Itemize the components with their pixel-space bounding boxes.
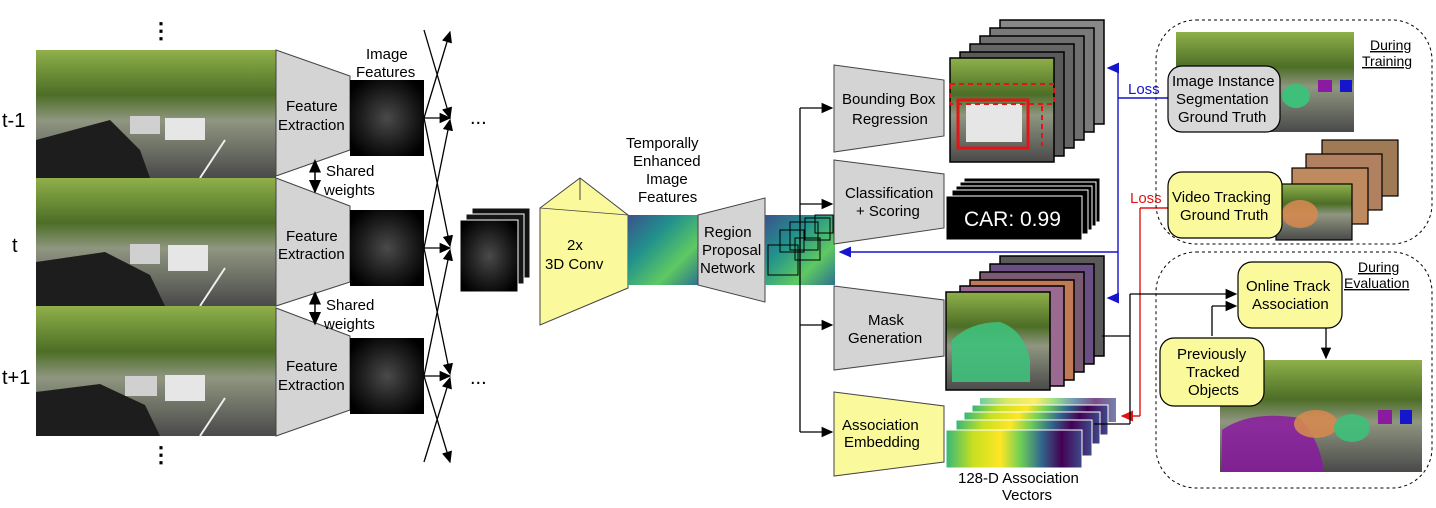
svg-text:Segmentation: Segmentation	[1176, 91, 1269, 108]
svg-text:Evaluation: Evaluation	[1344, 275, 1409, 291]
svg-text:Region: Region	[704, 224, 752, 241]
svg-text:Shared: Shared	[326, 163, 374, 180]
conv3d-block: 2x 3D Conv	[539, 177, 629, 326]
svg-text:Proposal: Proposal	[702, 242, 761, 259]
svg-text:Extraction: Extraction	[278, 377, 345, 394]
classification-block: Classification + Scoring	[833, 159, 945, 245]
input-frames: ⋮ t-1 t t+1 ⋮	[2, 18, 276, 467]
svg-text:Generation: Generation	[848, 330, 922, 347]
svg-text:During: During	[1370, 37, 1411, 53]
svg-text:Previously: Previously	[1177, 346, 1247, 363]
loss-red-label: Loss	[1130, 190, 1162, 207]
svg-text:Feature: Feature	[286, 358, 338, 375]
svg-text:Regression: Regression	[852, 111, 928, 128]
mask-generation-block: Mask Generation	[833, 285, 945, 371]
svg-text:Association: Association	[1252, 296, 1329, 313]
svg-text:Features: Features	[356, 64, 415, 81]
svg-text:weights: weights	[323, 316, 375, 333]
stacked-feature-maps	[459, 207, 531, 293]
svg-text:Image: Image	[646, 171, 688, 188]
svg-text:Features: Features	[638, 189, 697, 206]
temporal-features-label: Temporally Enhanced Image Features	[626, 135, 701, 206]
feature-map-3	[350, 338, 424, 414]
svg-text:Association: Association	[842, 417, 919, 434]
previously-tracked-box	[1159, 337, 1265, 407]
tracking-gt-box	[1167, 171, 1283, 239]
loss-red	[1120, 207, 1170, 422]
branch-connectors	[799, 102, 834, 438]
feature-map-2	[350, 210, 424, 286]
svg-text:Ground Truth: Ground Truth	[1180, 207, 1268, 224]
ellipsis-1: ...	[470, 107, 487, 129]
frame-image-t-minus-1	[36, 50, 276, 179]
svg-text:Classification: Classification	[845, 185, 933, 202]
frame-image-t-plus-1	[36, 306, 276, 437]
frame-label-t-plus-1: t+1	[2, 367, 30, 389]
bottom-dots: ⋮	[150, 442, 172, 467]
feature-extraction-block-1: Feature Extraction	[275, 49, 351, 177]
svg-text:Enhanced: Enhanced	[633, 153, 701, 170]
score-output-stack: CAR: 0.99	[945, 177, 1101, 241]
svg-text:Network: Network	[700, 260, 756, 277]
rpn-block: Region Proposal Network	[697, 197, 766, 303]
ellipsis-2: ...	[470, 367, 487, 389]
frame-label-t: t	[12, 235, 18, 257]
vectors-label: 128-D Association Vectors	[958, 470, 1079, 504]
svg-text:During: During	[1358, 259, 1399, 275]
loss-blue-label: Loss	[1128, 81, 1160, 98]
svg-text:Mask: Mask	[868, 312, 904, 329]
training-panel: During Training Image Instance Segmentat…	[1155, 19, 1433, 245]
online-track-association-box	[1237, 261, 1343, 329]
svg-text:Vectors: Vectors	[1002, 487, 1052, 504]
svg-text:Feature: Feature	[286, 98, 338, 115]
svg-text:Temporally: Temporally	[626, 135, 699, 152]
svg-text:Feature: Feature	[286, 228, 338, 245]
crossing-arrows	[423, 29, 454, 464]
svg-text:Objects: Objects	[1188, 382, 1239, 399]
image-features-label: Image Features	[356, 46, 415, 81]
tracking-gt-images	[1275, 139, 1399, 241]
svg-text:Video Tracking: Video Tracking	[1172, 189, 1271, 206]
bbox-regression-block: Bounding Box Regression	[833, 64, 945, 153]
svg-text:Image Instance: Image Instance	[1172, 73, 1275, 90]
bbox-output-stack	[949, 19, 1105, 163]
svg-text:Shared: Shared	[326, 297, 374, 314]
top-dots: ⋮	[150, 18, 172, 43]
svg-text:Embedding: Embedding	[844, 434, 920, 451]
mask-output-stack	[945, 255, 1105, 391]
svg-text:Online Track: Online Track	[1246, 278, 1331, 295]
svg-text:Image: Image	[366, 46, 408, 63]
svg-text:+ Scoring: + Scoring	[856, 203, 920, 220]
feature-map-1	[350, 80, 424, 156]
segmentation-gt-box	[1167, 65, 1281, 133]
loss-blue	[838, 62, 1170, 304]
svg-text:3D Conv: 3D Conv	[545, 256, 604, 273]
svg-text:Extraction: Extraction	[278, 246, 345, 263]
svg-text:Tracked: Tracked	[1186, 364, 1240, 381]
frame-image-t	[36, 178, 276, 307]
shared-weights-2: Shared weights	[309, 291, 375, 333]
feature-extraction-block-2: Feature Extraction	[275, 177, 351, 307]
svg-text:Ground Truth: Ground Truth	[1178, 109, 1266, 126]
evaluation-panel: During Evaluation Online Track Associati…	[1155, 251, 1433, 489]
association-embedding-block: Association Embedding	[833, 391, 945, 477]
frame-label-t-minus-1: t-1	[2, 110, 25, 132]
evaluation-connectors	[1094, 288, 1332, 425]
svg-text:Training: Training	[1362, 53, 1412, 69]
svg-text:2x: 2x	[567, 237, 583, 254]
association-vectors-stack	[945, 398, 1116, 469]
svg-text:Extraction: Extraction	[278, 117, 345, 134]
svg-text:128-D Association: 128-D Association	[958, 470, 1079, 487]
score-text: CAR: 0.99	[964, 208, 1061, 231]
svg-text:Bounding Box: Bounding Box	[842, 91, 936, 108]
svg-text:weights: weights	[323, 182, 375, 199]
temporal-feature-map	[628, 215, 698, 285]
shared-weights-1: Shared weights	[309, 159, 375, 199]
